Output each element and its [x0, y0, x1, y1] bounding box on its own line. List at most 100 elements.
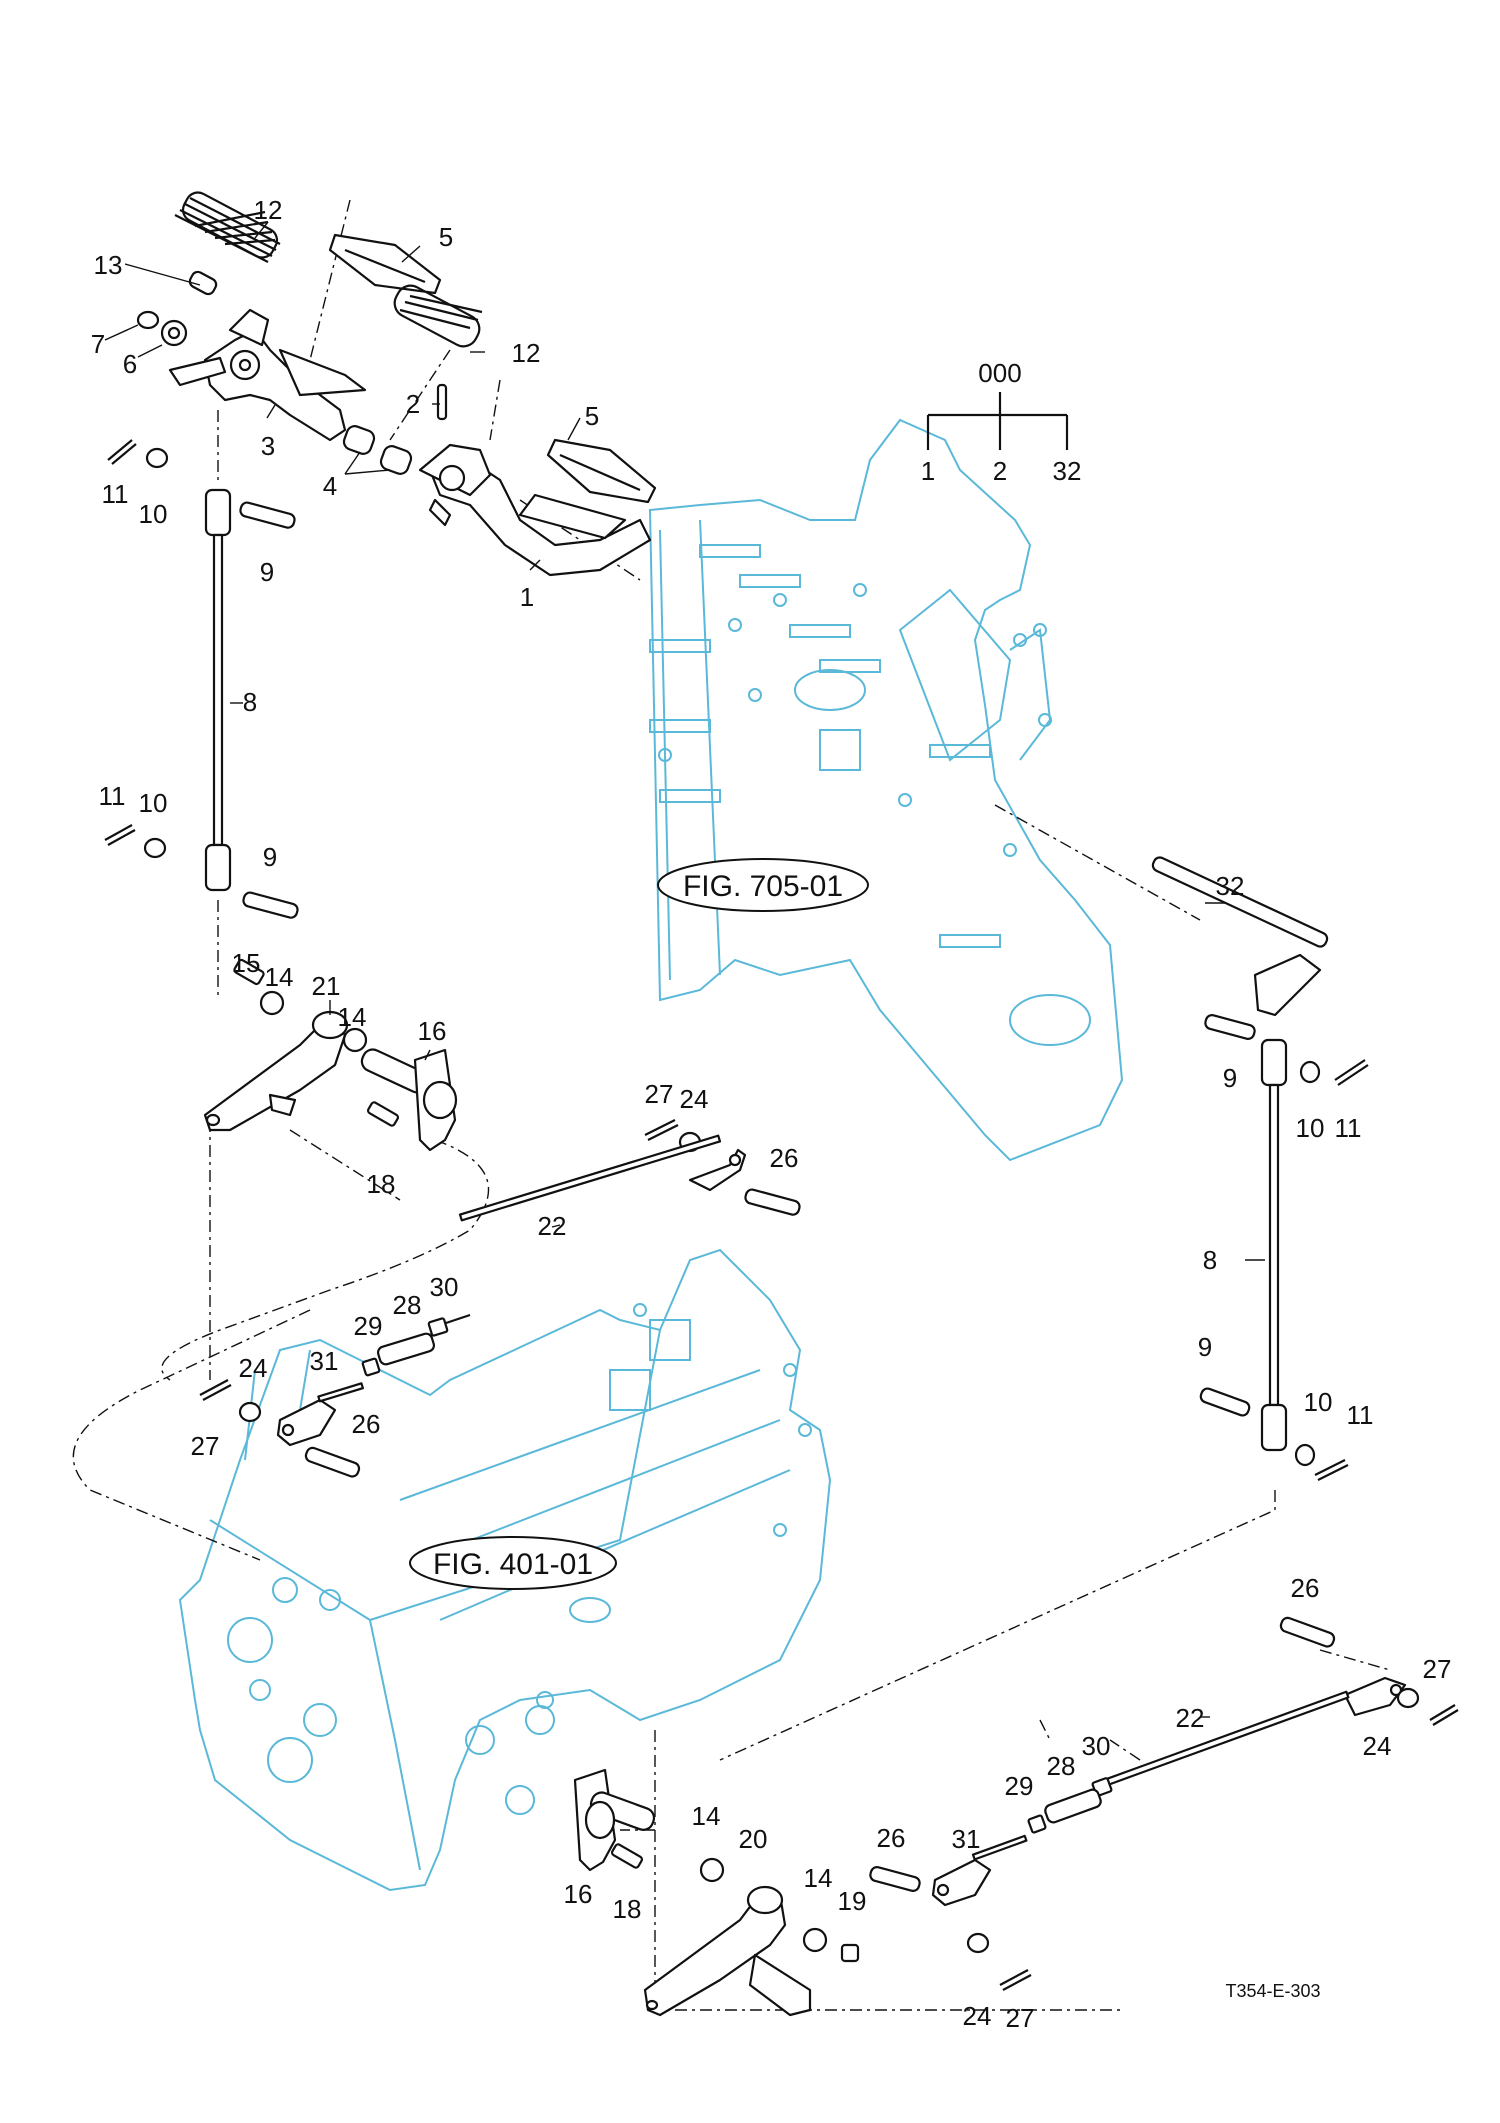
callout-number: 24	[680, 1084, 709, 1114]
callout-number: 31	[310, 1346, 339, 1376]
callout-number: 27	[645, 1079, 674, 1109]
callout-number: 11	[99, 781, 126, 811]
bolt-18-left[interactable]	[367, 1101, 399, 1127]
pin-26-lower-right-top[interactable]	[1279, 1616, 1336, 1648]
clutch-pedal-right[interactable]	[418, 443, 652, 577]
callout-number: 10	[139, 499, 168, 529]
callout-number: 10	[1296, 1113, 1325, 1143]
pin-9-top[interactable]	[239, 501, 296, 529]
parts-tree: 000 1 2 32	[921, 358, 1082, 486]
pin-26-top[interactable]	[744, 1188, 801, 1216]
pin-26-left[interactable]	[304, 1446, 361, 1478]
cotter-pin-11-right-lower[interactable]	[1314, 1459, 1349, 1481]
washer-10-lower[interactable]	[143, 837, 167, 859]
turnbuckle-28-right[interactable]	[1044, 1788, 1103, 1824]
bushing-right[interactable]	[379, 444, 414, 476]
callout-number: 10	[139, 788, 168, 818]
turnbuckle-28-left[interactable]	[376, 1332, 436, 1366]
return-spring-top[interactable]	[174, 188, 281, 263]
pedal-pad-top[interactable]	[328, 233, 442, 295]
callout-number: 32	[1216, 871, 1245, 901]
pin-9-right-top[interactable]	[1204, 1014, 1256, 1040]
callout-number: 18	[613, 1894, 642, 1924]
callout-number: 9	[1198, 1332, 1212, 1362]
callout-number: 8	[243, 687, 257, 717]
roll-pin-2[interactable]	[436, 383, 448, 421]
callout-number: 4	[323, 471, 337, 501]
callout-number: 6	[123, 349, 137, 379]
circlip-14-b[interactable]	[342, 1027, 368, 1053]
clevis-31-left[interactable]	[276, 1382, 364, 1447]
frame-reference-label: FIG. 705-01	[683, 870, 843, 903]
callout-number: 14	[692, 1801, 721, 1831]
tree-root-label: 000	[978, 358, 1021, 388]
pin-9-right-lower[interactable]	[1199, 1387, 1251, 1417]
callout-number: 29	[1005, 1771, 1034, 1801]
clevis-rod-22-left[interactable]	[439, 1134, 747, 1327]
bolt-18-right[interactable]	[611, 1843, 643, 1869]
cross-shaft-32[interactable]	[1151, 856, 1329, 1017]
callout-number: 26	[877, 1823, 906, 1853]
callout-number: 16	[564, 1879, 593, 1909]
clevis-rod-22-right[interactable]	[1105, 1676, 1407, 1786]
circlip-14-c[interactable]	[699, 1857, 725, 1883]
transmission-figure-reference[interactable]: FIG. 401-01	[409, 1536, 617, 1590]
cotter-pin-11-right-top[interactable]	[1334, 1059, 1369, 1086]
cotter-pin-27-top[interactable]	[644, 1119, 679, 1141]
callout-number: 14	[804, 1863, 833, 1893]
callout-number: 27	[1423, 1654, 1452, 1684]
callout-number: 9	[263, 842, 277, 872]
callout-number: 28	[1047, 1751, 1076, 1781]
callout-number: 30	[1082, 1731, 1111, 1761]
nut-29-left[interactable]	[361, 1357, 381, 1377]
washer-7[interactable]	[136, 310, 160, 330]
bolt-15[interactable]	[233, 958, 265, 986]
shaft-bracket-16-left[interactable]	[359, 1046, 458, 1152]
callout-number: 24	[1363, 1731, 1392, 1761]
washer-10-top[interactable]	[145, 447, 169, 469]
callout-number: 5	[439, 222, 453, 252]
callout-number: 1	[520, 582, 534, 612]
rod-8-left[interactable]	[204, 488, 232, 892]
callout-number: 16	[418, 1016, 447, 1046]
cotter-pin-11-lower[interactable]	[104, 824, 136, 846]
washer-24-left[interactable]	[238, 1401, 262, 1423]
pin-9-lower[interactable]	[242, 891, 299, 919]
washer-10-right-lower[interactable]	[1294, 1443, 1316, 1467]
callout-number: 11	[102, 479, 129, 509]
lever-20[interactable]	[643, 1885, 812, 2017]
nut-29-right[interactable]	[1027, 1814, 1047, 1834]
callout-number: 9	[1223, 1063, 1237, 1093]
lever-21[interactable]	[203, 1010, 349, 1132]
callout-number: 21	[312, 971, 341, 1001]
tree-child-label: 2	[993, 456, 1007, 486]
callout-number: 12	[512, 338, 541, 368]
nut-30-left[interactable]	[427, 1317, 449, 1337]
clevis-31-right[interactable]	[931, 1834, 1028, 1907]
callout-number: 28	[393, 1290, 422, 1320]
cotter-pin-11-top[interactable]	[107, 439, 137, 465]
washer-24-lower-mid[interactable]	[966, 1932, 990, 1954]
callout-number: 8	[1203, 1245, 1217, 1275]
brake-pedal-left[interactable]	[168, 308, 367, 442]
callout-number: 26	[770, 1143, 799, 1173]
pedal-pad-mid[interactable]	[546, 438, 657, 504]
frame-figure-reference[interactable]: FIG. 705-01	[657, 858, 869, 912]
return-spring-mid[interactable]	[390, 281, 484, 352]
cotter-pin-27-left[interactable]	[199, 1379, 232, 1401]
circlip-14-a[interactable]	[259, 990, 285, 1016]
drawing-code: T354-E-303	[1225, 1981, 1320, 2001]
pin-26-lower-right[interactable]	[869, 1866, 921, 1892]
small-spring[interactable]	[188, 270, 218, 296]
cotter-pin-27-lower-right[interactable]	[1429, 1704, 1459, 1726]
washer-24-lower-right[interactable]	[1396, 1687, 1420, 1709]
callout-number: 24	[963, 2001, 992, 2031]
shaft-bracket-16-right[interactable]	[573, 1768, 657, 1872]
rod-8-right[interactable]	[1260, 1038, 1288, 1452]
circlip-14-d[interactable]	[802, 1927, 828, 1953]
grease-fitting-19[interactable]	[840, 1943, 860, 1963]
washer-10-right-top[interactable]	[1299, 1060, 1321, 1084]
cotter-pin-27-lower-mid[interactable]	[999, 1969, 1032, 1991]
washer-6[interactable]	[160, 319, 188, 347]
bushing-left[interactable]	[342, 424, 377, 456]
